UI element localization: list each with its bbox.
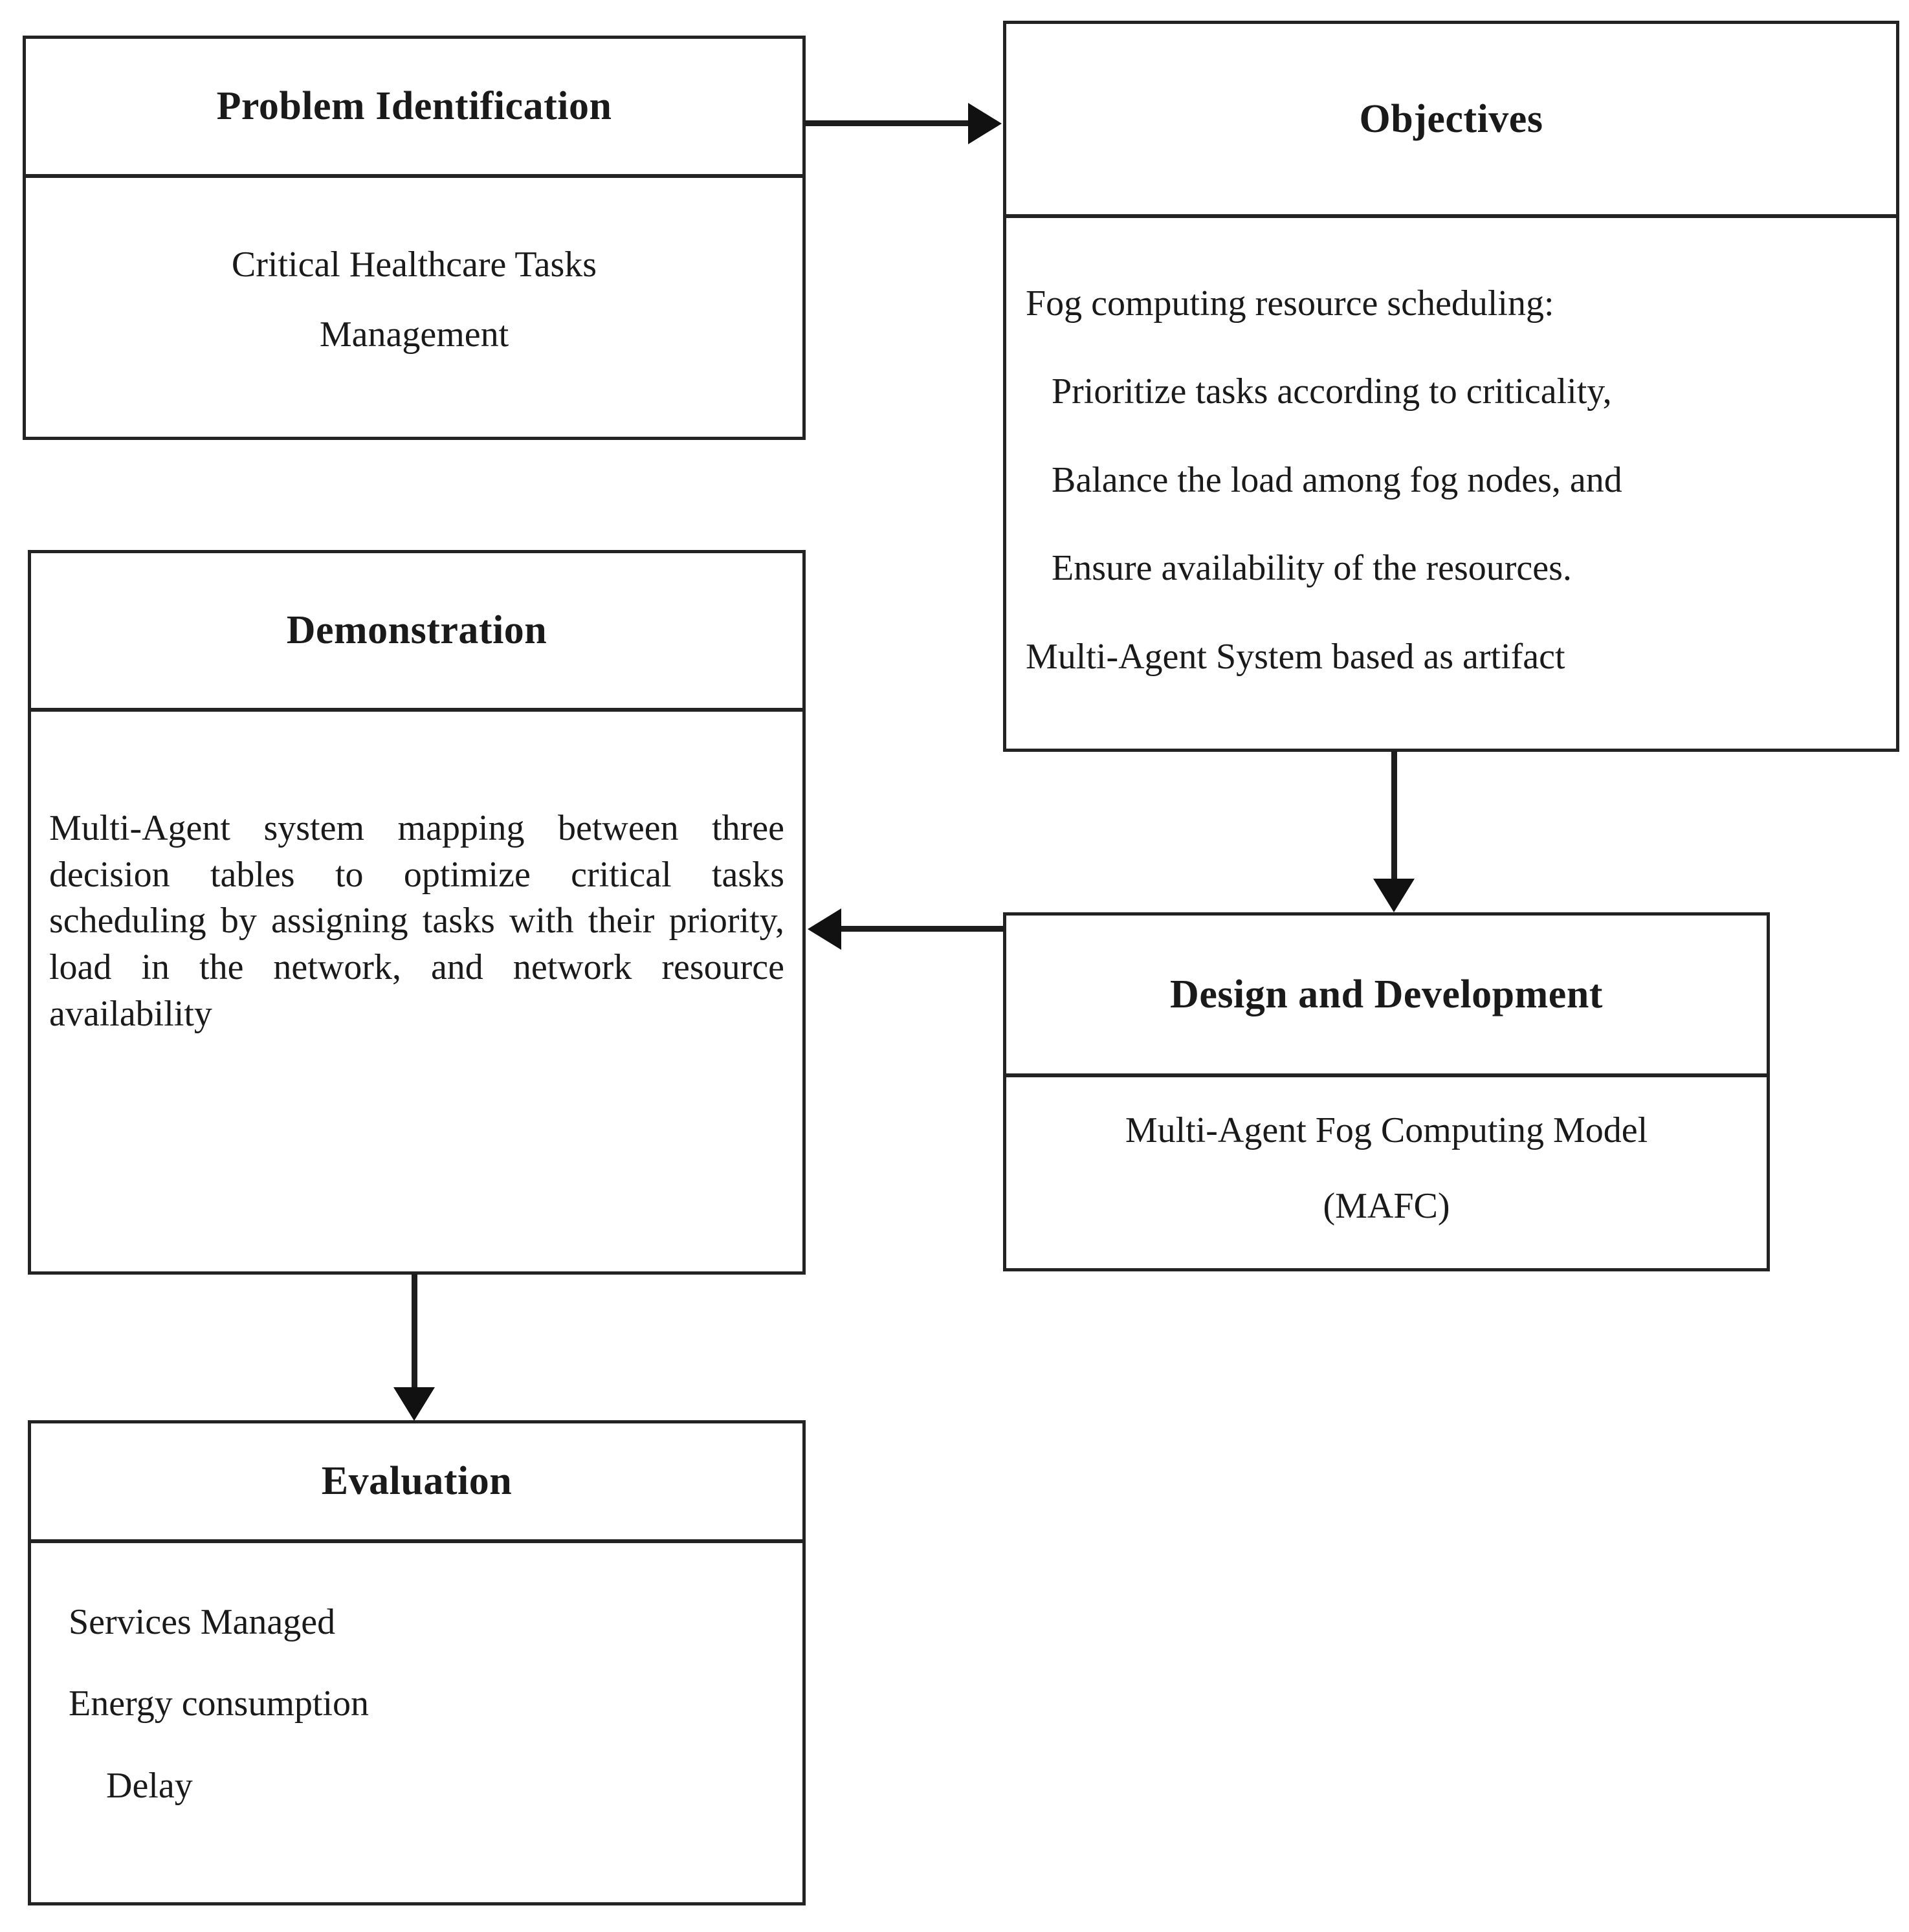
objectives-line-1: Fog computing resource scheduling: [1026,283,1554,324]
node-objectives-title: Objectives [1359,96,1543,141]
design-line-2: (MAFC) [1323,1185,1450,1226]
node-problem-identification-title: Problem Identification [216,84,612,129]
node-evaluation[interactable]: Evaluation Services Managed Energy consu… [28,1420,806,1905]
edge-problem-to-objectives-line [804,120,969,126]
evaluation-line-1: Services Managed [69,1602,336,1642]
edge-design-to-demonstration-line [841,926,1004,932]
node-evaluation-header: Evaluation [31,1423,802,1543]
node-demonstration-header: Demonstration [31,553,802,712]
node-design-and-development-header: Design and Development [1006,916,1767,1077]
node-design-and-development-body: Multi-Agent Fog Computing Model (MAFC) [1006,1077,1767,1268]
objectives-line-5: Multi-Agent System based as artifact [1026,636,1565,677]
arrow-down-icon [393,1387,435,1421]
arrow-left-icon [808,908,841,950]
node-problem-identification[interactable]: Problem Identification Critical Healthca… [23,36,806,440]
objectives-line-3: Balance the load among fog nodes, and [1052,459,1622,500]
node-objectives-body: Fog computing resource scheduling: Prior… [1006,218,1896,749]
problem-line-2: Management [319,314,509,355]
node-design-and-development-title: Design and Development [1170,972,1603,1016]
node-objectives-header: Objectives [1006,24,1896,218]
node-design-and-development[interactable]: Design and Development Multi-Agent Fog C… [1003,912,1770,1271]
arrow-right-icon [968,103,1002,144]
demonstration-paragraph: Multi-Agent system mapping between three… [49,808,784,1034]
node-objectives[interactable]: Objectives Fog computing resource schedu… [1003,21,1899,752]
evaluation-line-3: Delay [106,1765,193,1806]
design-line-1: Multi-Agent Fog Computing Model [1125,1110,1648,1151]
evaluation-line-2: Energy consumption [69,1684,370,1724]
node-problem-identification-body: Critical Healthcare Tasks Management [26,178,802,437]
node-demonstration-title: Demonstration [286,608,547,653]
node-evaluation-title: Evaluation [321,1459,513,1504]
objectives-line-2: Prioritize tasks according to criticalit… [1052,371,1612,412]
node-demonstration[interactable]: Demonstration Multi-Agent system mapping… [28,550,806,1275]
problem-line-1: Critical Healthcare Tasks [231,244,597,285]
node-evaluation-body: Services Managed Energy consumption Dela… [31,1543,802,1902]
arrow-down-icon [1373,879,1415,912]
edge-demonstration-to-evaluation-line [412,1273,417,1390]
node-problem-identification-header: Problem Identification [26,39,802,178]
objectives-line-4: Ensure availability of the resources. [1052,548,1572,589]
node-demonstration-body: Multi-Agent system mapping between three… [31,712,802,1271]
edge-objectives-to-design-line [1391,751,1397,881]
